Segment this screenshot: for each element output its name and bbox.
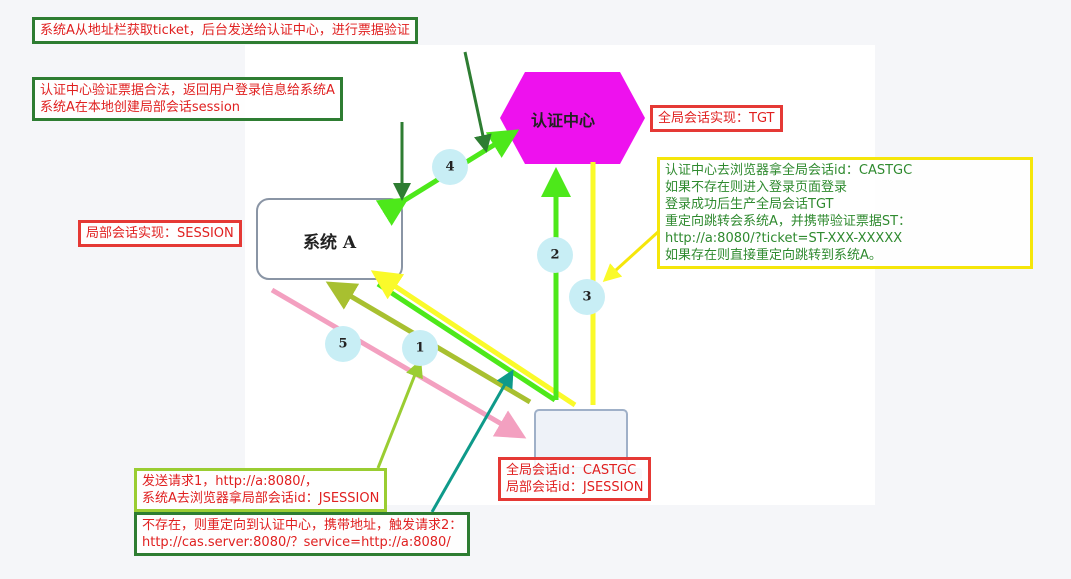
arrow-pink-response: [270, 287, 527, 439]
step-circle-3: [569, 279, 605, 315]
arrow-yellow-redirect: [370, 270, 577, 408]
note-ticket-validate: 系统A从地址栏获取ticket，后台发送给认证中心，进行票据验证: [32, 17, 418, 44]
arrow-green-redirect: [376, 281, 557, 403]
step-label-1: 1: [415, 340, 425, 356]
note-validate-result: 认证中心验证票据合法，返回用户登录信息给系统A 系统A在本地创建局部会话sess…: [32, 77, 343, 121]
step-label-3: 3: [582, 289, 592, 305]
note-browser-ids: 全局会话id：CASTGC 局部会话id：JSESSION: [498, 457, 652, 501]
pointer-redirect: [430, 369, 514, 513]
step-circle-2: [537, 237, 573, 273]
step-circle-1: [402, 330, 438, 366]
step-label-4: 4: [445, 159, 455, 175]
pointer-auth-flow: [602, 230, 660, 283]
step-circle-5: [325, 326, 361, 362]
note-request-1: 发送请求1，http://a:8080/， 系统A去浏览器拿局部会话id：JSE…: [134, 468, 388, 512]
step-label-5: 5: [338, 336, 348, 352]
note-global-session: 全局会话实现：TGT: [650, 105, 783, 132]
step-circle-4: [432, 149, 468, 185]
auth-center-label: 认证中心: [531, 111, 596, 130]
note-local-session: 局部会话实现：SESSION: [78, 220, 242, 247]
auth-center-hexagon: [500, 72, 645, 164]
pointer-ticket: [463, 51, 492, 153]
system-a-label: 系统 A: [303, 233, 357, 253]
note-auth-flow: 认证中心去浏览器拿全局会话id：CASTGC 如果不存在则进入登录页面登录 登录…: [657, 157, 1033, 269]
pointer-request-1: [376, 359, 423, 469]
note-redirect: 不存在，则重定向到认证中心，携带地址，触发请求2： http://cas.ser…: [134, 512, 471, 556]
system-a-box: [256, 198, 403, 280]
step-label-2: 2: [550, 247, 560, 263]
